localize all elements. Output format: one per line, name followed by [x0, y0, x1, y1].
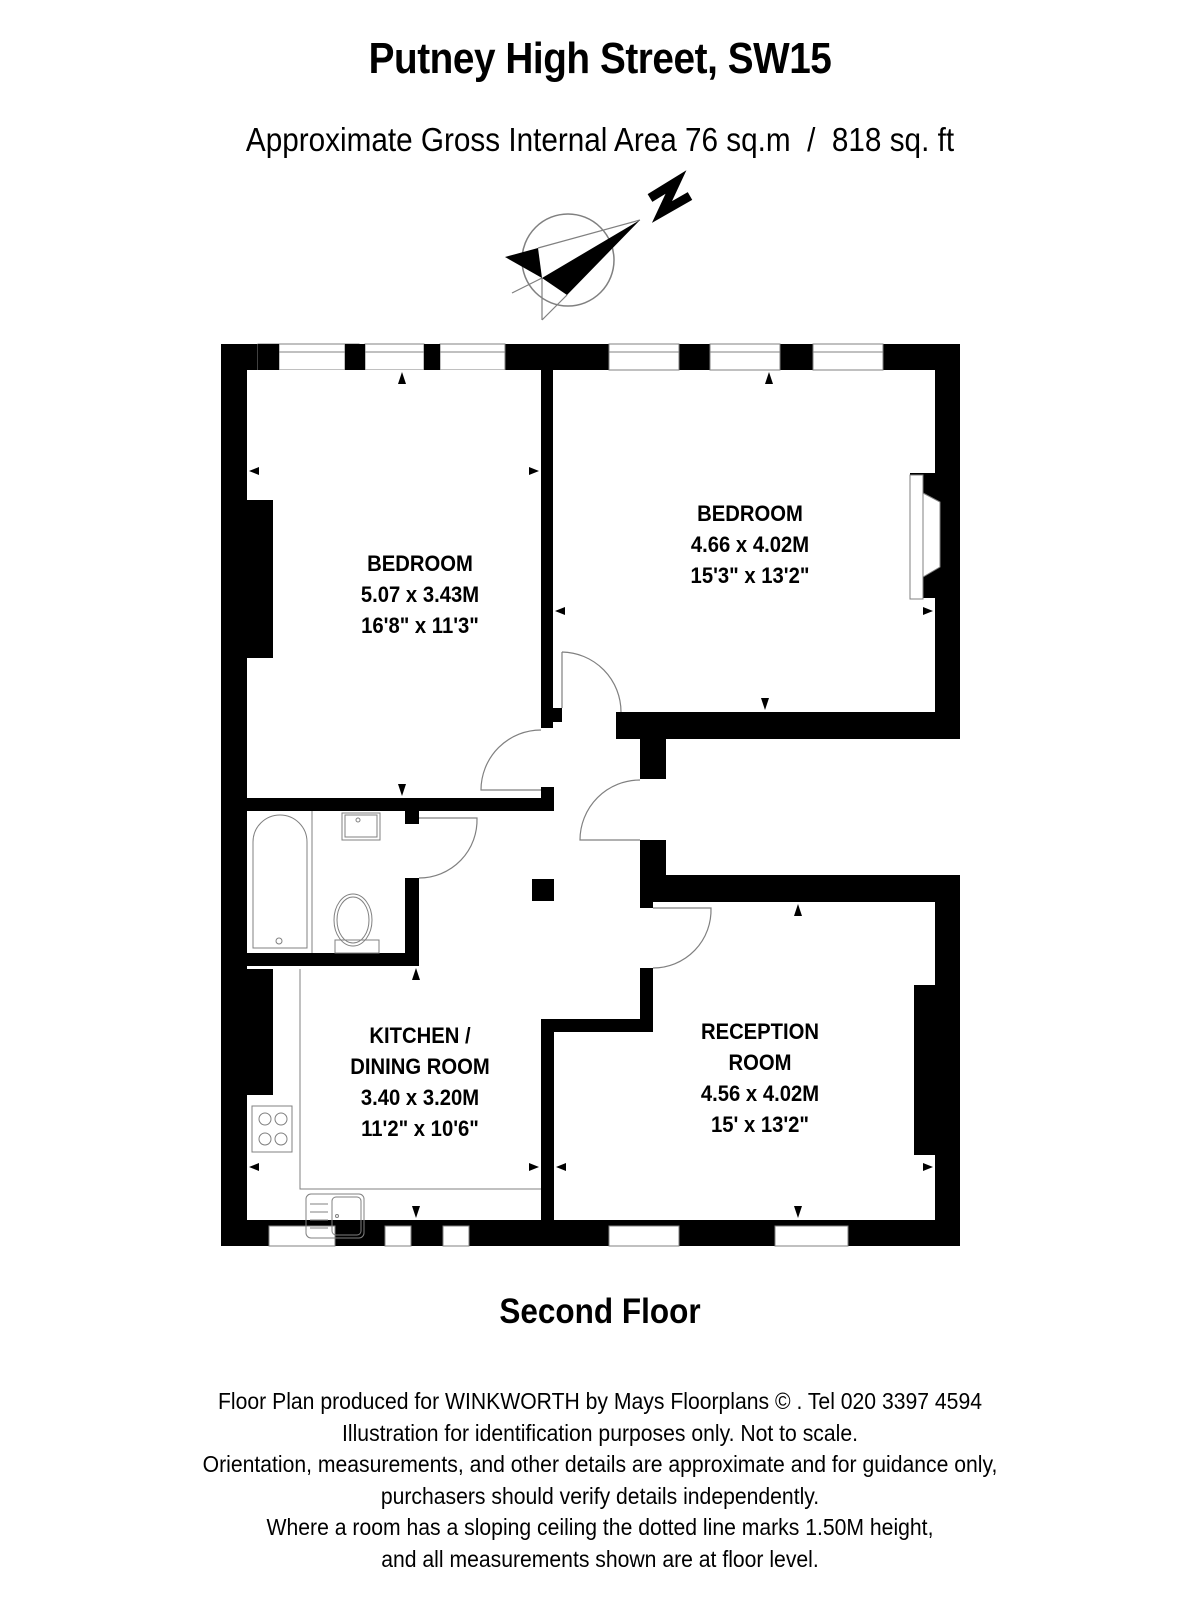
- footer-line: and all measurements shown are at floor …: [381, 1545, 819, 1572]
- room-metric: 3.40 x 3.20M: [360, 1085, 480, 1110]
- bathroom-fixtures: [252, 811, 381, 954]
- room-name-line1: KITCHEN /: [369, 1023, 471, 1048]
- room-label-bedroom-1: BEDROOM 5.07 x 3.43M 16'8" x 11'3": [319, 548, 521, 641]
- footer-line: purchasers should verify details indepen…: [380, 1482, 820, 1509]
- room-metric: 4.56 x 4.02M: [700, 1081, 820, 1106]
- kitchen-fixtures: [251, 969, 541, 1239]
- room-imperial: 15' x 13'2": [710, 1112, 810, 1137]
- room-label-bedroom-2: BEDROOM 4.66 x 4.02M 15'3" x 13'2": [649, 498, 851, 591]
- room-name: BEDROOM: [367, 551, 473, 576]
- room-imperial: 15'3" x 13'2": [690, 563, 810, 588]
- compass-n-label: [647, 170, 693, 223]
- room-name-line2: DINING ROOM: [350, 1054, 490, 1079]
- fireplace: [909, 474, 941, 600]
- room-metric: 4.66 x 4.02M: [690, 532, 810, 557]
- measurement-arrows: [249, 372, 933, 1218]
- footer-line: Illustration for identification purposes…: [342, 1419, 858, 1446]
- room-name-line2: ROOM: [728, 1050, 792, 1075]
- gross-internal-area: Approximate Gross Internal Area 76 sq.m …: [245, 121, 955, 158]
- footer-disclaimer: Floor Plan produced for WINKWORTH by May…: [48, 1386, 1152, 1575]
- room-label-reception: RECEPTION ROOM 4.56 x 4.02M 15' x 13'2": [659, 1016, 861, 1140]
- footer-line: Where a room has a sloping ceiling the d…: [266, 1514, 934, 1540]
- page-title: Putney High Street, SW15: [368, 34, 832, 83]
- room-label-kitchen: KITCHEN / DINING ROOM 3.40 x 3.20M 11'2"…: [319, 1020, 521, 1144]
- room-name-line1: RECEPTION: [700, 1019, 820, 1044]
- room-metric: 5.07 x 3.43M: [360, 582, 480, 607]
- room-imperial: 16'8" x 11'3": [361, 613, 479, 638]
- footer-line: Floor Plan produced for WINKWORTH by May…: [217, 1388, 982, 1414]
- doors: [418, 651, 712, 969]
- floor-name: Second Floor: [499, 1292, 701, 1331]
- footer-line: Orientation, measurements, and other det…: [202, 1451, 998, 1477]
- north-arrow-icon: [505, 170, 693, 321]
- room-imperial: 11'2" x 10'6": [361, 1116, 479, 1141]
- walls: [221, 344, 960, 1246]
- room-name: BEDROOM: [697, 501, 803, 526]
